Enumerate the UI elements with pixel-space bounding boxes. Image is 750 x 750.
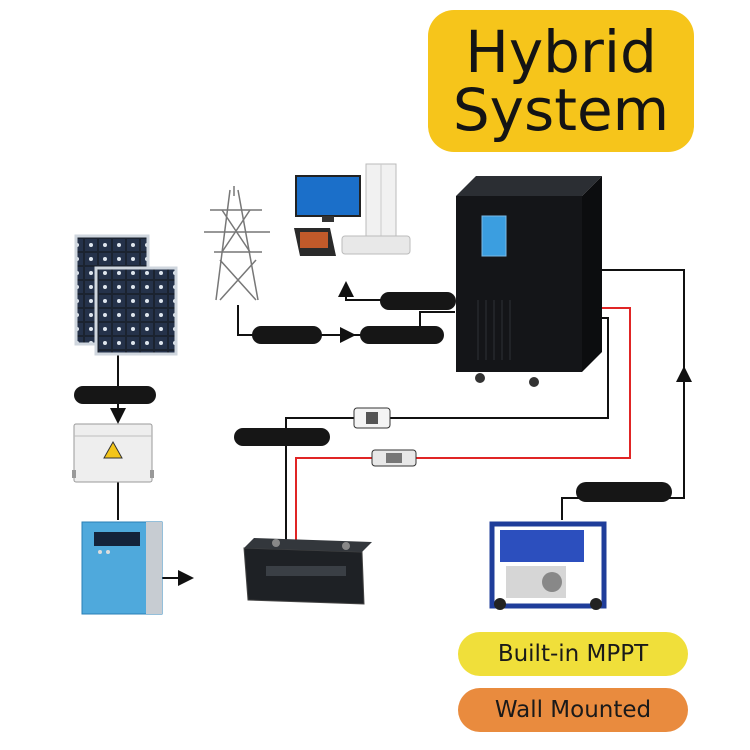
power-tower-icon — [204, 186, 270, 301]
home-appliances-icon — [294, 163, 411, 256]
cable-tags — [74, 292, 672, 502]
wire-generator-inverter — [561, 269, 685, 520]
combiner-box-icon — [72, 423, 154, 483]
title-line-1: Hybrid — [465, 18, 657, 86]
generator-icon — [489, 521, 607, 610]
battery-icon — [243, 538, 372, 605]
feature-builtin-mppt-label: Built-in MPPT — [497, 641, 649, 667]
feature-wall-mounted: Wall Mounted — [458, 688, 688, 732]
inverter-cabinet-icon — [456, 176, 602, 387]
cable-tag-grid — [252, 326, 322, 344]
inline-fuses — [353, 407, 417, 467]
cable-tag-battery — [234, 428, 330, 446]
cable-tag-inverter-in — [360, 326, 444, 344]
title-badge: Hybrid System — [428, 10, 694, 152]
solar-panels-icon — [74, 234, 178, 356]
feature-builtin-mppt: Built-in MPPT — [458, 632, 688, 676]
feature-wall-mounted-label: Wall Mounted — [494, 697, 652, 723]
cable-tag-panels — [74, 386, 156, 404]
charge-controller-icon — [81, 521, 163, 615]
cable-tag-load — [380, 292, 456, 310]
title-line-2: System — [452, 76, 670, 144]
wire-battery-pos — [295, 307, 631, 540]
cable-tag-generator — [576, 482, 672, 502]
